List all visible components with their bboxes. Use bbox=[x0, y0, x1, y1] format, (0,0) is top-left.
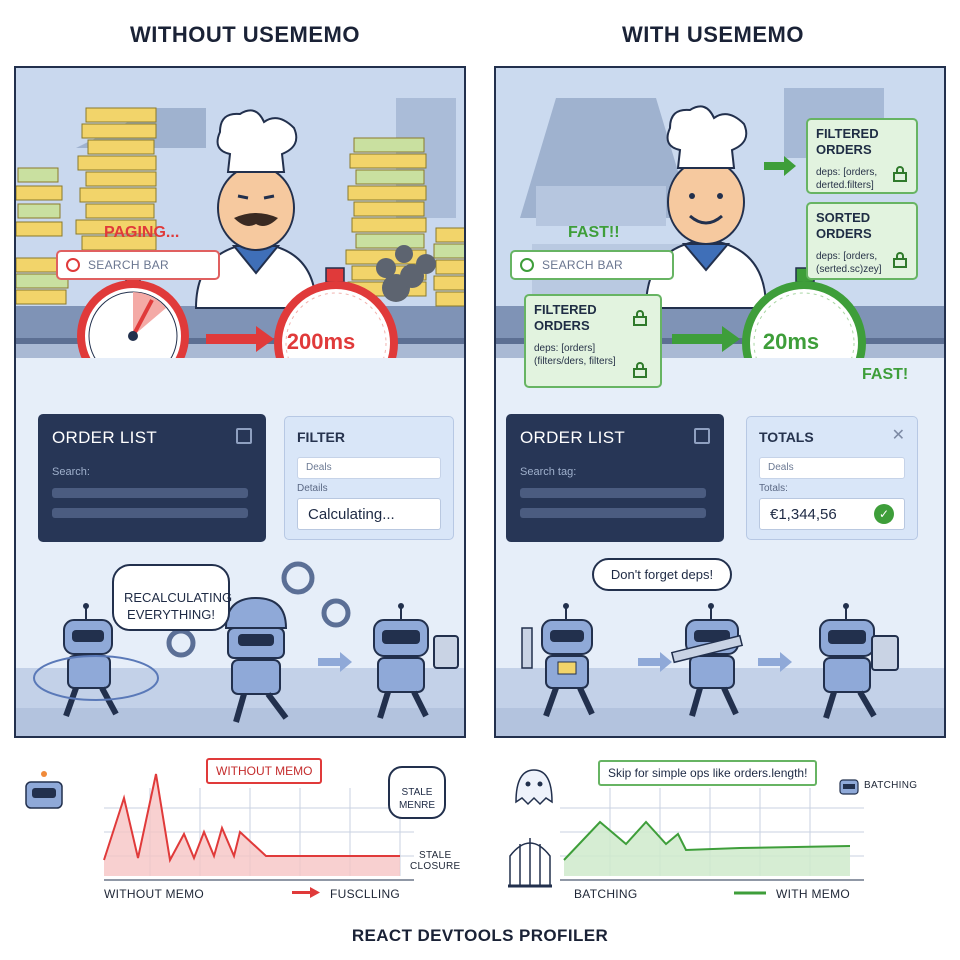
search-bar-fast[interactable]: SEARCH BAR bbox=[510, 250, 674, 280]
robot-walking-middle bbox=[224, 596, 289, 723]
memo-title-line2: ORDERS bbox=[816, 226, 872, 241]
batching-robot-icon bbox=[839, 779, 859, 795]
order-list-title: ORDER LIST bbox=[520, 428, 626, 447]
memo-filtered-orders-small: FILTERED ORDERS deps: [orders, derted.fi… bbox=[806, 118, 918, 194]
arrow-right-icon bbox=[758, 652, 792, 672]
totals-input[interactable]: Deals bbox=[759, 457, 905, 479]
robot-ruler bbox=[521, 603, 595, 718]
search-bar-label: SEARCH BAR bbox=[88, 258, 170, 272]
react-devtools-profiler-title: REACT DEVTOOLS PROFILER bbox=[351, 926, 609, 945]
memo-title-line2: ORDERS bbox=[816, 142, 872, 157]
totals-label: Totals: bbox=[759, 483, 788, 494]
profiler-chart-without-memo bbox=[25, 771, 414, 898]
lock-icon bbox=[893, 166, 907, 182]
filter-card-title: FILTER bbox=[297, 429, 345, 445]
checkbox-icon[interactable] bbox=[694, 428, 710, 444]
order-list-search-label: Search tag: bbox=[520, 466, 577, 478]
memo-title-line1: FILTERED bbox=[816, 126, 879, 141]
memo-title-line1: FILTERED bbox=[534, 302, 597, 317]
ghost-icon bbox=[515, 769, 553, 806]
lock-icon bbox=[893, 252, 907, 268]
filter-input[interactable]: Deals bbox=[297, 457, 441, 479]
list-row-bar bbox=[520, 508, 706, 518]
totals-result-box: €1,344,56 ✓ bbox=[759, 498, 905, 530]
stale-closure-label: STALE CLOSURE bbox=[410, 850, 461, 872]
robot-calculator-happy bbox=[819, 603, 899, 719]
speech-recalculating: RECALCULATING EVERYTHING! bbox=[112, 564, 233, 631]
order-list-card-slow: ORDER LIST Search: bbox=[38, 414, 266, 542]
stale-memo-bubble: STALE MENRE bbox=[388, 766, 446, 819]
totals-card: TOTALS ✕ Deals Totals: €1,344,56 ✓ bbox=[746, 416, 918, 540]
speech-recalculating-text: RECALCULATING EVERYTHING! bbox=[124, 590, 233, 622]
check-circle-icon bbox=[520, 258, 534, 272]
arrow-right-icon bbox=[638, 652, 672, 672]
stressed-chef bbox=[194, 109, 318, 309]
lock-icon bbox=[633, 310, 647, 326]
paging-label: PAGING... bbox=[104, 224, 180, 241]
gear-icon bbox=[166, 561, 351, 658]
fast-label: FAST! bbox=[862, 366, 909, 383]
memo-deps: deps: [orders, derted.filters] bbox=[816, 167, 878, 191]
batching-bottom-label: BATCHING bbox=[574, 887, 638, 901]
order-list-search-label: Search: bbox=[52, 466, 90, 478]
check-circle-icon: ✓ bbox=[874, 504, 894, 524]
fast-top-label: FAST!! bbox=[568, 224, 620, 241]
order-list-card-fast: ORDER LIST Search tag: bbox=[506, 414, 724, 542]
memo-deps: deps: [orders] (filters/ders, filters] bbox=[534, 343, 616, 367]
totals-card-title: TOTALS bbox=[759, 429, 814, 445]
list-row-bar bbox=[52, 508, 248, 518]
arrow-to-memo bbox=[764, 156, 796, 176]
arrow-right-icon bbox=[318, 652, 352, 672]
close-icon[interactable]: ✕ bbox=[891, 427, 905, 444]
robot-measuring bbox=[670, 603, 744, 717]
speech-dont-forget-deps: Don't forget deps! bbox=[592, 558, 732, 591]
fast-arrow bbox=[672, 326, 740, 352]
without-usememo-panel: SEARCH BAR PAGING... 200ms ORDER LIST Se… bbox=[14, 66, 466, 738]
memo-title-line1: SORTED bbox=[816, 210, 871, 225]
details-label: Details bbox=[297, 483, 328, 494]
filter-card: FILTER Deals Details Calculating... bbox=[284, 416, 454, 540]
search-bar-label: SEARCH BAR bbox=[542, 258, 624, 272]
paper-stack-left bbox=[16, 107, 157, 305]
legend-arrow bbox=[292, 887, 320, 898]
stopwatch-20ms-value: 20ms bbox=[762, 329, 820, 354]
legend-fuscling: FUSCLLING bbox=[330, 887, 401, 901]
calculating-box: Calculating... bbox=[297, 498, 441, 530]
heading-with-usememo: WITH USEMEMO bbox=[622, 22, 804, 47]
legend-with-memo: WITH MEMO bbox=[776, 887, 851, 901]
alert-icon bbox=[66, 258, 80, 272]
legend-without-memo: WITHOUT MEMO bbox=[104, 887, 205, 901]
list-row-bar bbox=[520, 488, 706, 498]
without-memo-callout: WITHOUT MEMO bbox=[206, 758, 323, 784]
smoke-cloud bbox=[376, 245, 436, 302]
stopwatch-200ms-value: 200ms bbox=[286, 329, 356, 354]
profiler-chart-with-memo bbox=[508, 769, 864, 895]
profiler-robot-icon bbox=[25, 771, 63, 809]
kitchen-scene-left bbox=[16, 68, 464, 736]
memo-sorted-orders: SORTED ORDERS deps: [orders, (serted.sc)… bbox=[806, 202, 918, 280]
checkbox-icon[interactable] bbox=[236, 428, 252, 444]
memo-title-line2: ORDERS bbox=[534, 318, 590, 333]
calculating-text: Calculating... bbox=[308, 505, 395, 523]
heading-without-usememo: WITHOUT USEMEMO bbox=[130, 22, 360, 47]
speech-deps-text: Don't forget deps! bbox=[610, 567, 714, 582]
list-row-bar bbox=[52, 488, 248, 498]
stale-memo-text: STALE MENRE bbox=[398, 787, 436, 811]
skip-simple-ops-callout: Skip for simple ops like orders.length! bbox=[598, 760, 818, 786]
robot-running-left bbox=[33, 603, 159, 718]
kitchen-scene-right bbox=[496, 68, 944, 736]
happy-chef bbox=[644, 105, 768, 309]
with-usememo-panel: FAST!! SEARCH BAR FILTERED ORDERS deps: … bbox=[494, 66, 946, 738]
memo-filtered-orders-large: FILTERED ORDERS deps: [orders] (filters/… bbox=[524, 294, 662, 388]
lock-icon bbox=[633, 362, 647, 378]
order-list-title: ORDER LIST bbox=[52, 428, 158, 447]
memo-deps: deps: [orders, (serted.sc)zey] bbox=[816, 251, 882, 275]
totals-value: €1,344,56 bbox=[770, 505, 837, 523]
search-bar-slow[interactable]: SEARCH BAR bbox=[56, 250, 220, 280]
robot-calculator bbox=[373, 603, 459, 719]
cage-icon bbox=[508, 838, 552, 888]
batching-top-label: BATCHING bbox=[864, 780, 918, 791]
slow-arrow bbox=[206, 326, 274, 352]
